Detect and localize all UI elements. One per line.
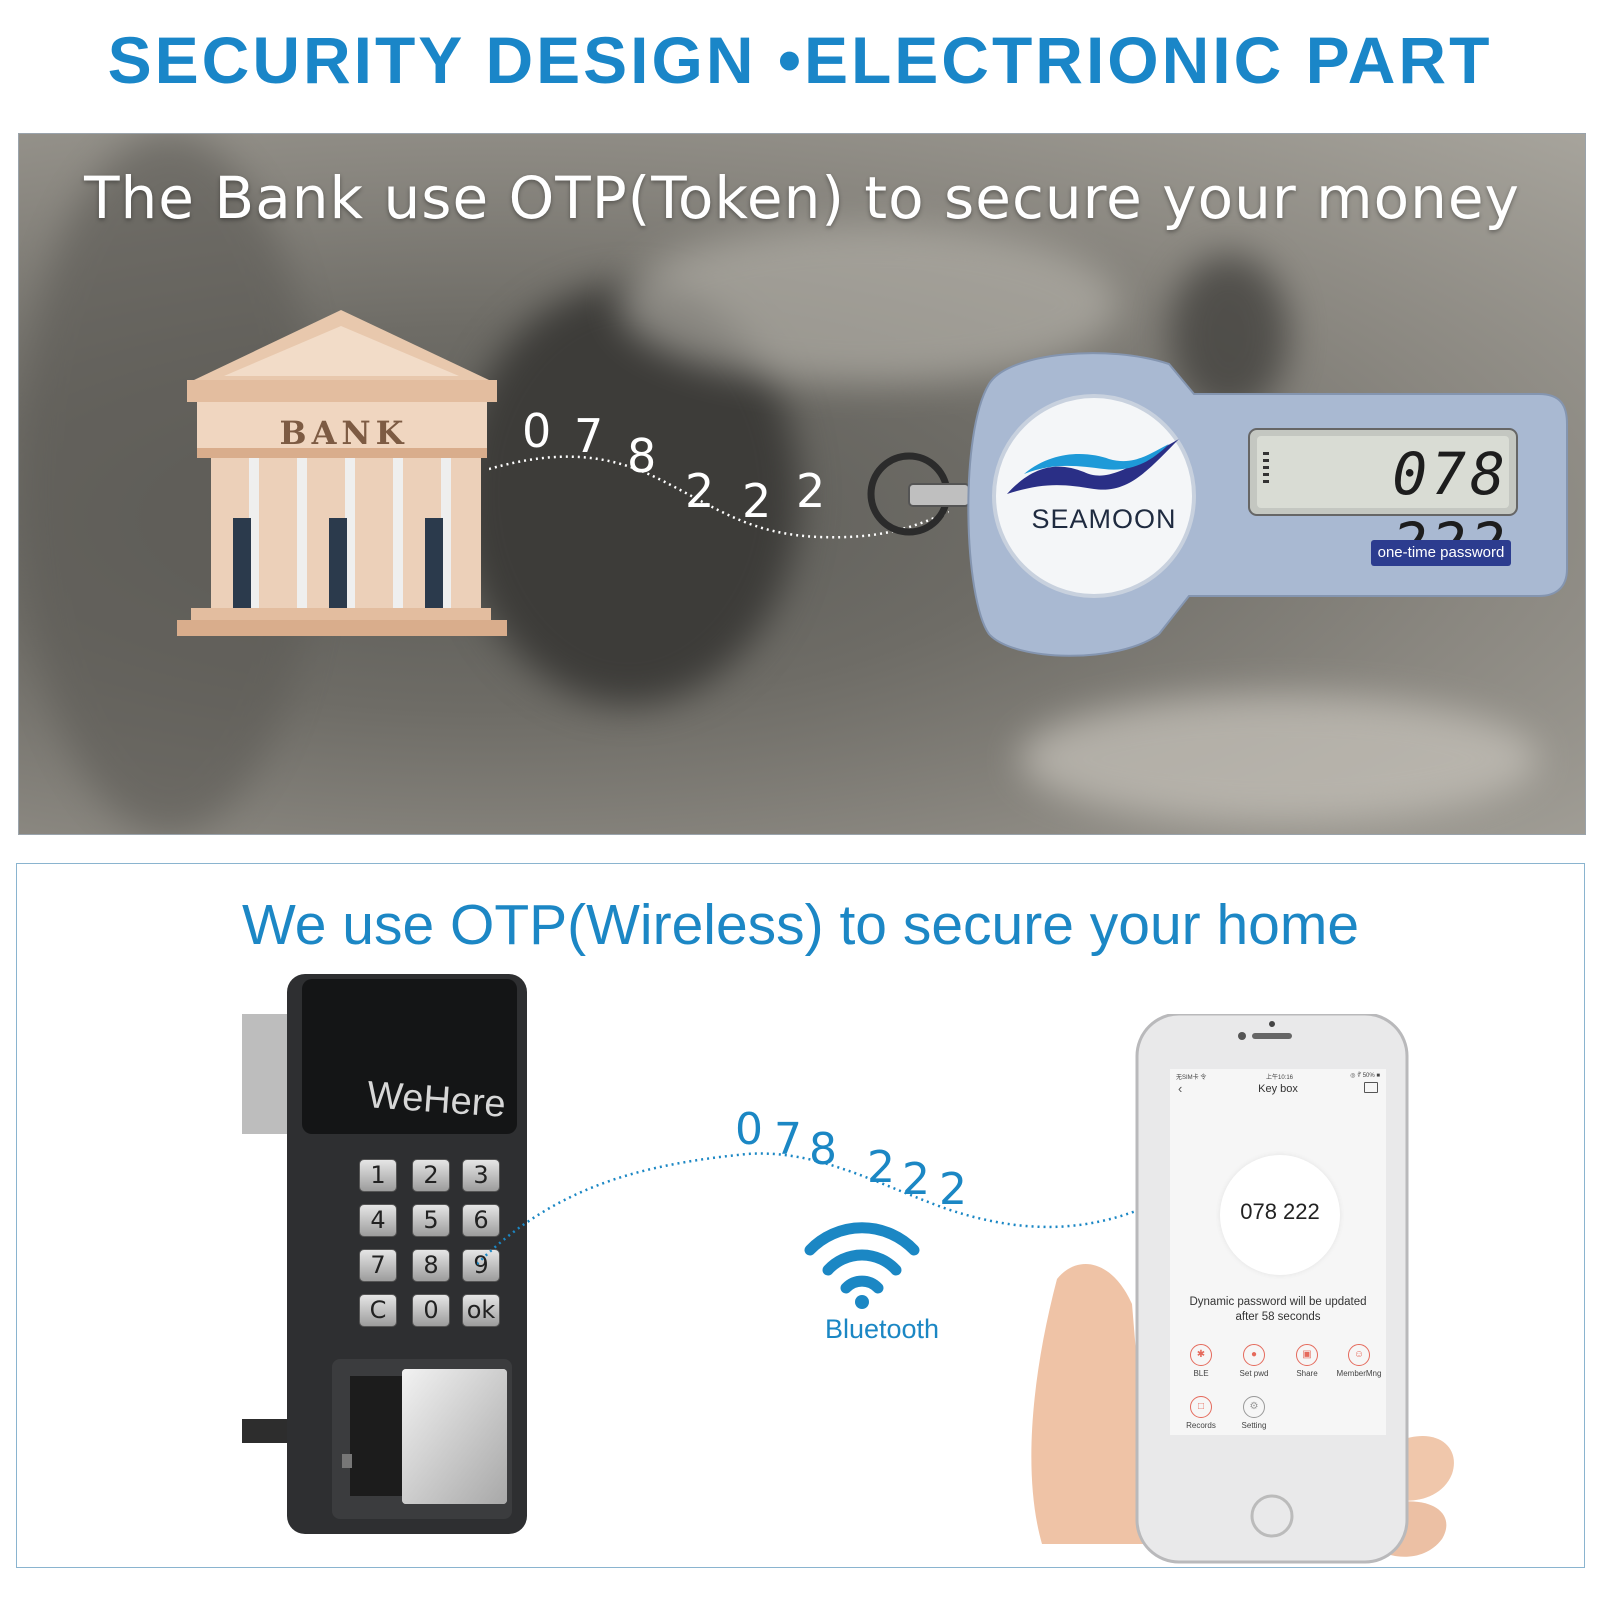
background-blur (619, 224, 1119, 384)
action-label: Share (1296, 1369, 1318, 1378)
key-6[interactable]: 6 (462, 1204, 500, 1237)
lock-body (232, 974, 527, 1534)
lock-icon: ● (1243, 1344, 1265, 1366)
keypad-lock: WeHere 1 2 3 4 5 6 7 8 9 C 0 ok (232, 964, 542, 1564)
otp-digit: 0 (735, 1104, 763, 1155)
otp-digit: 8 (809, 1124, 837, 1175)
action-records[interactable]: □ Records (1174, 1396, 1228, 1430)
action-label: BLE (1193, 1369, 1209, 1378)
background-blur (1019, 694, 1539, 824)
action-label: Records (1186, 1421, 1216, 1430)
action-setting[interactable]: ⚙ Setting (1227, 1396, 1281, 1430)
key-5[interactable]: 5 (412, 1204, 450, 1237)
key-0[interactable]: 0 (412, 1294, 450, 1327)
action-label: Set pwd (1239, 1369, 1269, 1378)
bluetooth-label: Bluetooth (824, 1314, 940, 1344)
member-icon: ☺ (1348, 1344, 1370, 1366)
bank-heading: The Bank use OTP(Token) to secure your m… (84, 164, 1520, 232)
action-label: Setting (1241, 1421, 1267, 1430)
otp-digit: 2 (939, 1164, 967, 1215)
action-share[interactable]: ▣ Share (1280, 1344, 1334, 1378)
wireless-path-line (477, 1152, 1208, 1265)
key-1[interactable]: 1 (359, 1159, 397, 1192)
status-right: ◎ ∜ 50% ■ (1350, 1073, 1380, 1079)
key-7[interactable]: 7 (359, 1249, 397, 1282)
otp-digit: 2 (685, 464, 715, 518)
share-icon: ▣ (1296, 1344, 1318, 1366)
action-set-pwd[interactable]: ● Set pwd (1227, 1344, 1281, 1378)
back-icon[interactable]: ‹ (1178, 1081, 1183, 1096)
mail-icon[interactable] (1364, 1082, 1378, 1093)
bank-building: BANK (169, 310, 514, 640)
otp-digit: 2 (796, 464, 826, 518)
key-2[interactable]: 2 (412, 1159, 450, 1192)
token-display: 078 222 (1392, 440, 1509, 578)
otp-token-device: SEAMOON 078 222 one-time password (849, 344, 1569, 664)
app-title: Key box (1258, 1083, 1298, 1095)
one-time-password-badge: one-time password (1371, 540, 1511, 566)
key-4[interactable]: 4 (359, 1204, 397, 1237)
app-screen: 无SIM卡 令 上午10:16 ◎ ∜ 50% ■ ‹ Key box 078 … (1170, 1069, 1386, 1435)
otp-digit: 2 (902, 1154, 930, 1205)
token-body (867, 352, 1568, 657)
otp-digit: 7 (574, 409, 604, 463)
key-9[interactable]: 9 (462, 1249, 500, 1282)
key-3[interactable]: 3 (462, 1159, 500, 1192)
otp-code: 078 222 (1240, 1199, 1320, 1224)
otp-refresh-note: Dynamic password will be updated after 5… (1189, 1296, 1367, 1323)
home-panel: We use OTP(Wireless) to secure your home… (16, 863, 1585, 1568)
bank-label: BANK (279, 414, 409, 452)
otp-digit: 2 (867, 1142, 895, 1193)
status-bar: 无SIM卡 令 上午10:16 ◎ ∜ 50% ■ (1176, 1072, 1380, 1081)
records-icon: □ (1190, 1396, 1212, 1418)
bluetooth-icon: ✱ (1190, 1344, 1212, 1366)
action-ble[interactable]: ✱ BLE (1174, 1344, 1228, 1378)
key-8[interactable]: 8 (412, 1249, 450, 1282)
key-ok[interactable]: ok (462, 1294, 500, 1327)
gear-icon: ⚙ (1243, 1396, 1265, 1418)
home-heading: We use OTP(Wireless) to secure your home (241, 893, 1360, 957)
otp-digit: 7 (774, 1114, 802, 1165)
main-title: SECURITY DESIGN •ELECTRIONIC PART (107, 23, 1493, 97)
otp-digit: 8 (627, 429, 657, 483)
wireless-icon (804, 1222, 920, 1309)
action-member-mng[interactable]: ☺ MemberMng (1332, 1344, 1386, 1378)
status-left: 无SIM卡 令 (1176, 1075, 1207, 1081)
otp-circle: 078 222 (1220, 1155, 1340, 1275)
token-brand: SEAMOON (1031, 504, 1177, 534)
otp-digit: 2 (742, 474, 772, 528)
otp-digit: 0 (522, 404, 552, 458)
status-time: 上午10:16 (1266, 1075, 1294, 1081)
action-label: MemberMng (1336, 1369, 1382, 1378)
bank-photo-panel: The Bank use OTP(Token) to secure your m… (18, 133, 1586, 835)
key-clear[interactable]: C (359, 1294, 397, 1327)
bank-icon (177, 310, 507, 636)
